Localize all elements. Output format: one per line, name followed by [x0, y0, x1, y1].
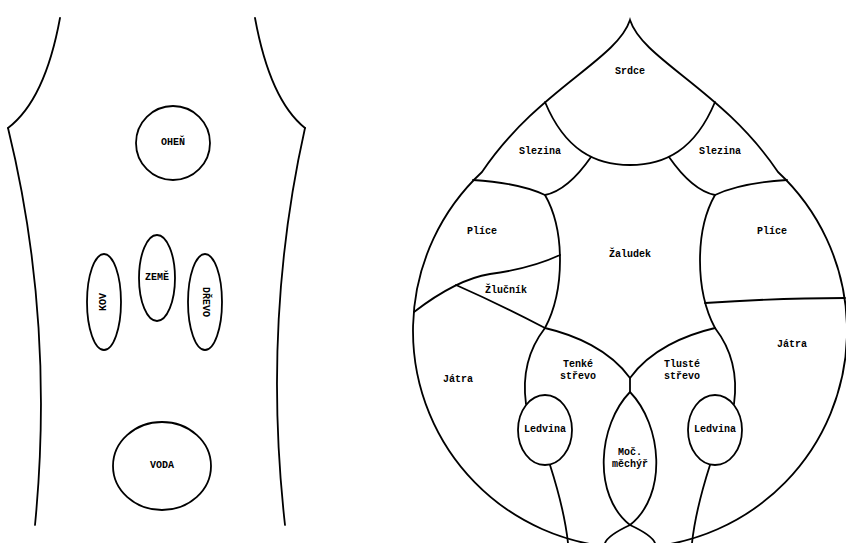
element-ellipse: Ledvina: [517, 394, 573, 466]
organ-region: Slezina: [516, 143, 565, 161]
organ-label: KOV: [98, 293, 110, 311]
element-ellipse: VODA: [112, 421, 212, 511]
element-ellipse: KOV: [86, 253, 122, 351]
organ-label: Srdce: [615, 66, 645, 78]
region-border: [715, 328, 735, 404]
shape-line: [113, 422, 211, 510]
organ-label: ZEMĚ: [145, 272, 169, 284]
organ-region: Tlusté střevo: [657, 356, 707, 386]
teardrop-outline: [413, 20, 846, 543]
organ-region: Plíce: [464, 223, 501, 241]
organ-label: OHEŇ: [161, 137, 185, 149]
region-border: [629, 378, 631, 392]
torso-outline: [255, 18, 305, 128]
organ-label: Ledvina: [694, 424, 736, 436]
torso-outline: [277, 128, 305, 525]
organ-region: Žaludek: [606, 246, 655, 264]
organ-label: Žaludek: [609, 249, 651, 261]
torso-outline: [8, 128, 41, 525]
organ-label: Tenké střevo: [556, 359, 600, 383]
region-border: [692, 465, 710, 543]
organ-label: VODA: [150, 460, 174, 472]
shape-line: [139, 235, 175, 321]
organ-label: Tlusté střevo: [660, 359, 704, 383]
element-ellipse: ZEMĚ: [138, 234, 176, 322]
region-border: [630, 525, 655, 543]
shape-line: [136, 106, 210, 180]
region-border: [473, 180, 545, 195]
organ-region: Srdce: [612, 63, 649, 81]
shape-line: [188, 254, 222, 350]
region-border: [605, 525, 630, 543]
element-ellipse: OHEŇ: [135, 105, 211, 181]
organ-label: Plíce: [467, 226, 497, 238]
organ-region: Plíce: [754, 223, 791, 241]
organ-label: Moč. měchýř: [610, 447, 650, 471]
organ-region: Játra: [440, 371, 477, 389]
shape-line: [518, 395, 572, 465]
region-border: [414, 255, 560, 312]
element-ellipse: Ledvina: [687, 394, 743, 466]
region-border: [545, 102, 715, 165]
shape-line: [87, 254, 121, 350]
organ-label: Slezina: [699, 146, 741, 158]
organ-region: Žlučník: [482, 282, 531, 300]
region-border: [550, 465, 568, 543]
organ-lens: Moč. měchýř: [595, 392, 665, 525]
organ-region: Slezina: [696, 143, 745, 161]
organ-label: Ledvina: [524, 424, 566, 436]
shape-line: [688, 395, 742, 465]
region-border: [715, 180, 787, 195]
organ-label: Plíce: [757, 226, 787, 238]
region-border: [545, 157, 715, 378]
organ-label: Játra: [777, 339, 807, 351]
element-ellipse: DŘEVO: [187, 253, 223, 351]
organ-label: DŘEVO: [199, 287, 211, 317]
organ-label: Žlučník: [485, 285, 527, 297]
organ-label: Slezina: [519, 146, 561, 158]
region-border: [705, 298, 845, 303]
organ-label: Játra: [443, 374, 473, 386]
torso-outline: [8, 18, 60, 128]
region-border: [456, 285, 545, 328]
shape-line: [604, 392, 657, 525]
organ-region: Tenké střevo: [553, 356, 603, 386]
region-border: [525, 328, 545, 404]
organ-region: Játra: [774, 336, 811, 354]
